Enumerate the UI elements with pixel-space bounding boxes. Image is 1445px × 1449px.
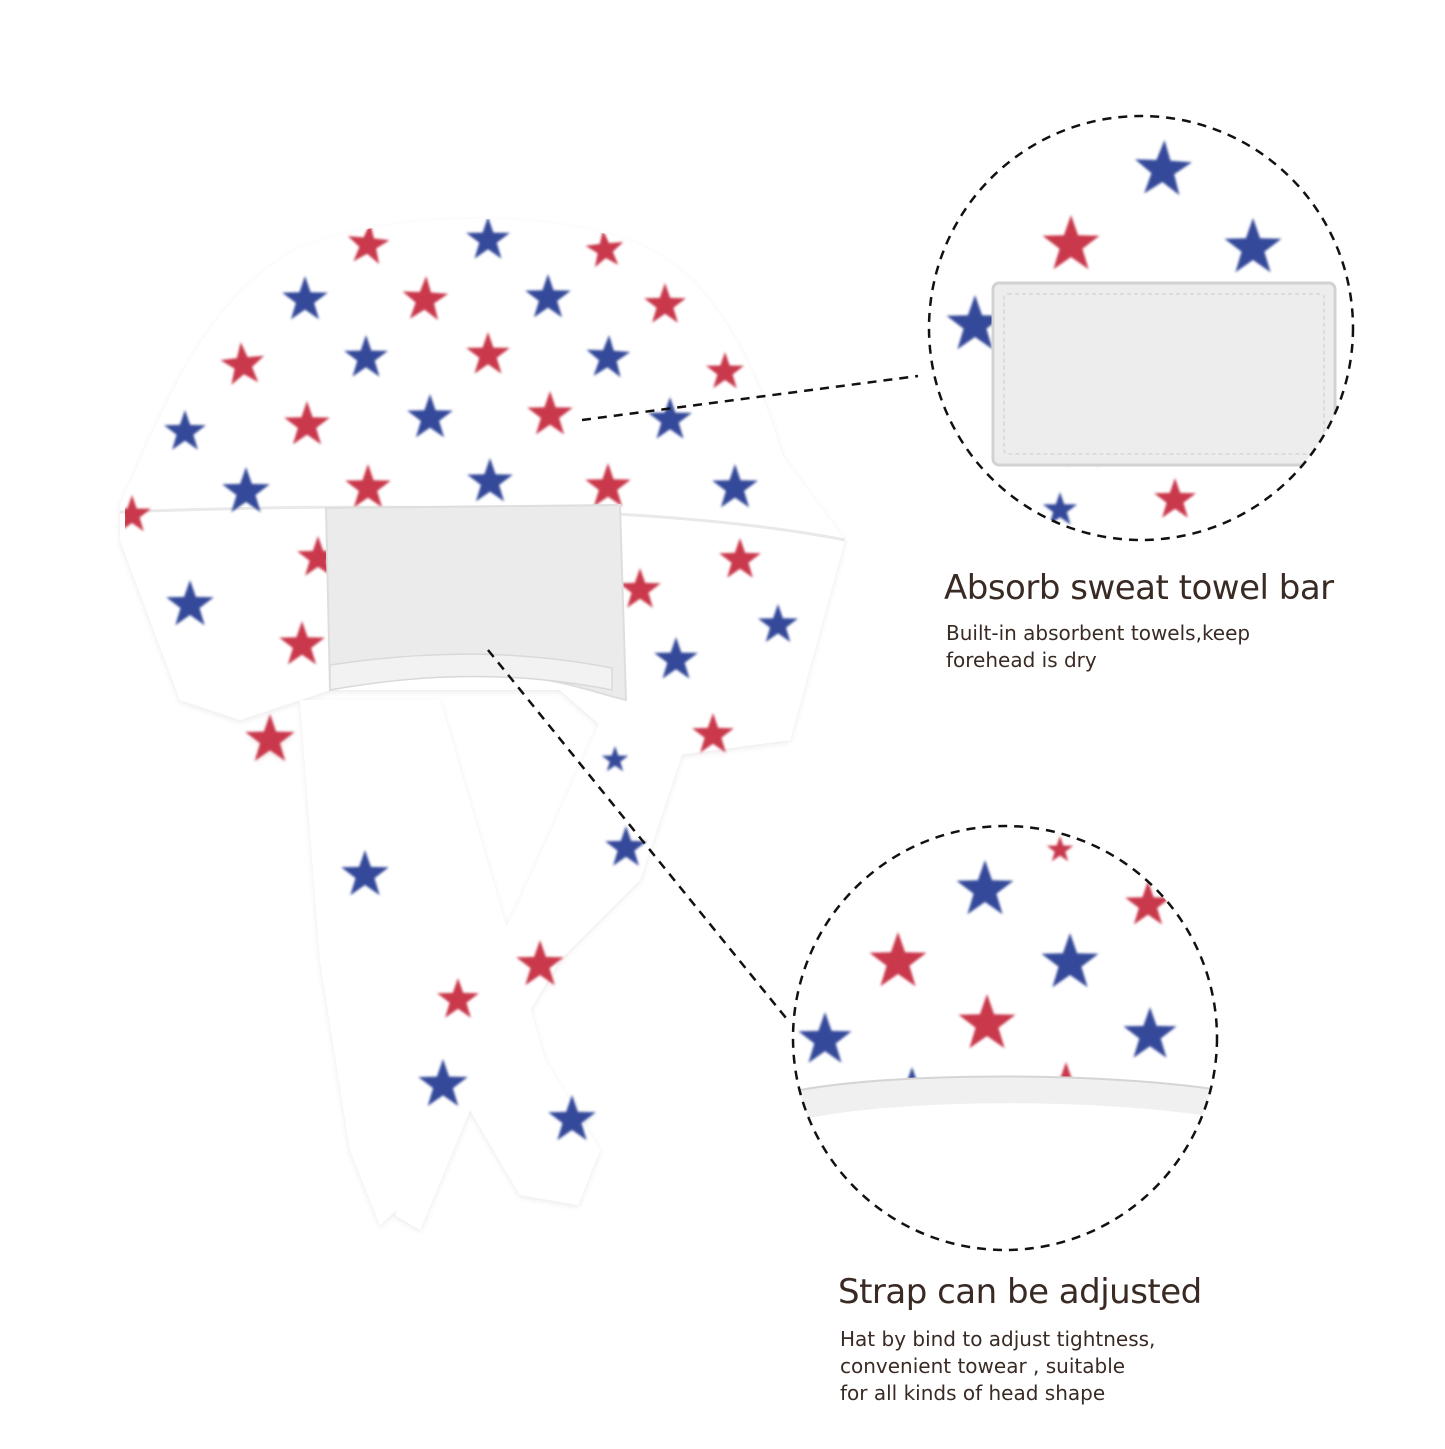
star-pattern-mark (418, 1059, 468, 1106)
star-pattern-mark (1135, 140, 1192, 196)
feature-description-line: forehead is dry (946, 648, 1097, 672)
star-pattern-mark (467, 458, 513, 502)
star-pattern-mark (692, 713, 734, 753)
star-pattern-mark (719, 538, 761, 578)
star-pattern-mark (222, 467, 270, 513)
star-pattern-mark (347, 223, 390, 264)
star-pattern-mark (956, 860, 1014, 915)
star-pattern-mark (1041, 933, 1099, 988)
star-pattern-mark (125, 495, 151, 532)
star-pattern-mark (644, 283, 686, 323)
feature-description-towel-bar: Built-in absorbent towels,keep forehead … (946, 620, 1250, 674)
feature-title-strap: Strap can be adjusted (838, 1272, 1202, 1312)
star-pattern-mark (1224, 218, 1282, 273)
scrub-cap-illustration (119, 218, 846, 1230)
star-pattern-mark (946, 295, 1004, 350)
star-pattern-mark (166, 580, 214, 626)
star-pattern-mark (654, 637, 698, 679)
star-pattern-mark (516, 940, 564, 986)
star-pattern-mark (402, 276, 449, 321)
star-pattern-mark (605, 826, 647, 866)
star-pattern-mark (407, 394, 453, 438)
star-pattern-mark (798, 1012, 852, 1063)
star-pattern-mark (282, 276, 328, 320)
star-pattern-mark (344, 335, 388, 377)
star-pattern-mark (437, 978, 479, 1018)
star-pattern-mark (1154, 478, 1196, 518)
star-pattern-mark (712, 464, 758, 508)
star-pattern-mark (345, 464, 391, 508)
star-pattern-mark (1125, 881, 1171, 925)
elastic-band (329, 653, 613, 691)
star-pattern-mark (245, 714, 295, 761)
star-pattern-mark (220, 342, 265, 385)
star-pattern-mark (164, 410, 206, 450)
star-pattern-mark (706, 352, 744, 389)
star-pattern-mark (601, 746, 629, 772)
star-pattern-mark (466, 218, 510, 259)
star-pattern-mark (585, 463, 631, 507)
feature-description-line: for all kinds of head shape (840, 1381, 1106, 1405)
star-pattern-mark (284, 401, 330, 445)
callout-line-towel (581, 374, 919, 422)
star-pattern-mark (1123, 1007, 1177, 1058)
star-pattern-mark (1046, 836, 1074, 862)
star-pattern-mark (648, 397, 692, 439)
star-pattern-mark (466, 332, 510, 374)
star-pattern-mark (297, 536, 339, 576)
feature-description-line: Built-in absorbent towels,keep (946, 621, 1251, 645)
feature-description-strap: Hat by bind to adjust tightness, conveni… (840, 1326, 1155, 1407)
star-pattern-mark (1042, 492, 1078, 525)
star-pattern-mark (527, 391, 573, 435)
left-tie-strap (300, 700, 600, 1225)
star-pattern-mark (525, 274, 571, 318)
star-pattern-mark (548, 1095, 596, 1141)
feature-title-towel-bar: Absorb sweat towel bar (944, 568, 1334, 608)
star-pattern-mark (1042, 215, 1100, 270)
detail-circle-towel (927, 114, 1355, 542)
star-pattern-mark (619, 568, 661, 608)
feature-description-line: Hat by bind to adjust tightness, (840, 1327, 1156, 1351)
star-pattern-mark (869, 932, 927, 987)
star-pattern-mark (958, 994, 1016, 1049)
star-pattern-mark (279, 621, 325, 665)
star-pattern-mark (586, 335, 631, 378)
star-pattern-mark (341, 850, 389, 896)
star-pattern-mark (758, 604, 798, 642)
towel-closeup (991, 281, 1337, 467)
detail-circle-strap (791, 824, 1219, 1252)
feature-description-line: convenient towear , suitable (840, 1354, 1126, 1378)
star-pattern-mark (585, 230, 624, 268)
